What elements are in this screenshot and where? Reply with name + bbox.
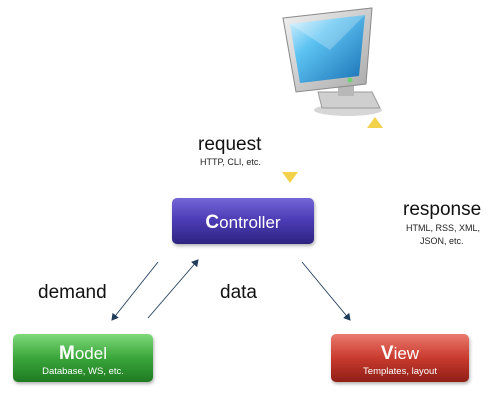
response-detail-line1: HTML, RSS, XML, [406, 223, 480, 233]
view-title: View [381, 343, 420, 364]
data-arrow [147, 259, 199, 319]
response-arrow [367, 117, 383, 318]
view-box [331, 334, 469, 382]
request-arrow [282, 122, 298, 183]
request-label: request [198, 134, 262, 155]
view-subtitle: Templates, layout [363, 366, 437, 377]
model-subtitle: Database, WS, etc. [42, 366, 124, 377]
demand-label: demand [38, 282, 107, 303]
demand-arrow [111, 261, 159, 321]
monitor-icon [282, 7, 382, 116]
model-box [13, 334, 153, 382]
controller-title: Controller [205, 212, 280, 233]
data-label: data [220, 282, 257, 303]
response-label: response [403, 199, 481, 220]
response-detail-line2: JSON, etc. [420, 236, 464, 246]
model-title: Model [59, 343, 107, 364]
controller-box [172, 198, 314, 244]
controller-to-view-arrow [301, 261, 351, 321]
request-detail: HTTP, CLI, etc. [200, 157, 261, 167]
